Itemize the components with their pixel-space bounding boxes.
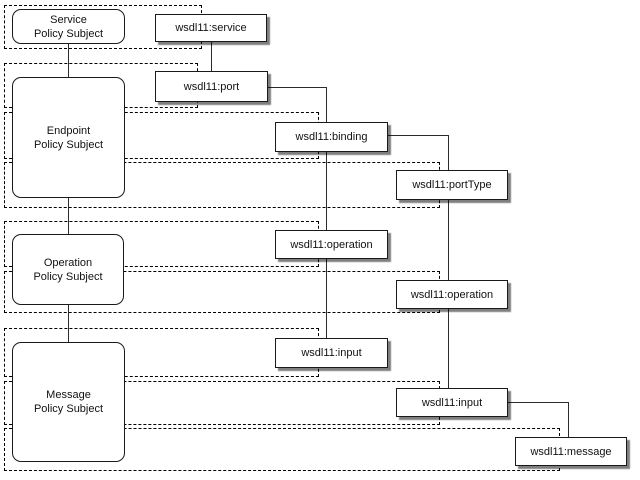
subject-service-label-line2: Policy Subject [33, 27, 104, 40]
subject-message-label-line2: Policy Subject [33, 403, 104, 415]
connector-port-to-binding-h [268, 87, 326, 88]
connector-binding-chain-v [326, 87, 327, 338]
element-operation-binding-box: wsdl11:operation [275, 230, 388, 259]
subject-service-label-line1: Service [50, 13, 87, 26]
subject-message-label-line1: Message [46, 389, 91, 401]
connector-input-to-message-v [568, 402, 569, 437]
element-service-label: wsdl11:service [175, 22, 247, 34]
element-message-box: wsdl11:message [515, 437, 627, 466]
connector-subject-endpoint-operation [68, 198, 69, 234]
connector-subject-service-endpoint [68, 44, 69, 77]
subject-operation-label-line2: Policy Subject [33, 270, 103, 283]
element-message-label: wsdl11:message [530, 445, 612, 458]
connector-subject-operation-message [68, 305, 69, 342]
element-operation-porttype-box: wsdl11:operation [396, 280, 508, 309]
element-port-box: wsdl11:port [155, 71, 268, 102]
subject-endpoint-label-line2: Policy Subject [33, 138, 104, 151]
connector-service-to-port [211, 42, 212, 71]
connector-binding-to-porttype-h [388, 135, 449, 136]
element-input-binding-box: wsdl11:input [275, 338, 388, 368]
element-service-box: wsdl11:service [155, 14, 267, 42]
element-operation-porttype-label: wsdl11:operation [410, 288, 494, 301]
element-binding-label: wsdl11:binding [295, 131, 368, 143]
element-binding-box: wsdl11:binding [275, 122, 388, 152]
connector-input-to-message-h [508, 402, 568, 403]
element-porttype-label: wsdl11:portType [412, 179, 492, 191]
subject-operation-label-line1: Operation [43, 256, 93, 269]
subject-endpoint-label-line1: Endpoint [46, 124, 91, 137]
element-port-label: wsdl11:port [183, 80, 240, 93]
element-operation-binding-label: wsdl11:operation [290, 238, 373, 251]
connector-porttype-chain-v [448, 135, 449, 388]
element-porttype-box: wsdl11:portType [396, 170, 508, 200]
element-input-porttype-box: wsdl11:input [396, 388, 508, 417]
element-input-porttype-label: wsdl11:input [421, 396, 483, 409]
element-input-binding-label: wsdl11:input [301, 347, 362, 359]
